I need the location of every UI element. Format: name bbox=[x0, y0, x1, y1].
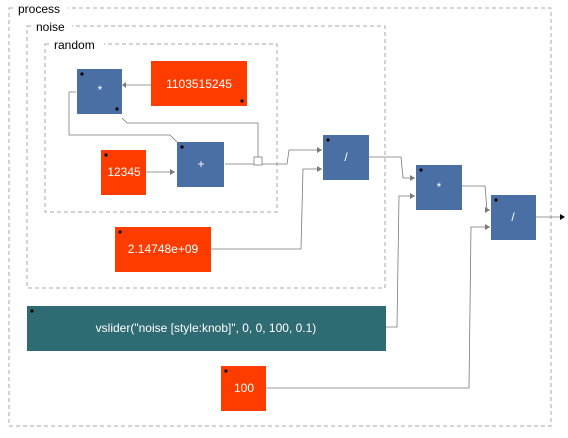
block-div-noise-label: / bbox=[344, 150, 348, 164]
wire-slider-to-mul bbox=[386, 195, 415, 328]
block-const-divisor[interactable]: 2.14748e+09 bbox=[115, 227, 211, 272]
block-div-out[interactable]: / bbox=[491, 195, 536, 240]
block-mul-random[interactable]: * bbox=[77, 69, 122, 114]
group-random: random bbox=[44, 38, 278, 213]
wire-mul-to-div bbox=[462, 185, 490, 211]
block-slider[interactable]: vslider("noise [style:knob]", 0, 0, 100,… bbox=[27, 306, 386, 351]
group-process-label: process bbox=[18, 2, 60, 16]
block-mul-out[interactable]: * bbox=[416, 165, 462, 210]
wire-hundred-to-div bbox=[266, 226, 490, 389]
group-noise: noise bbox=[26, 20, 386, 289]
group-random-label: random bbox=[54, 38, 95, 52]
wires bbox=[68, 82, 565, 389]
wire-div-to-mul bbox=[369, 156, 415, 179]
block-const-seed-label: 12345 bbox=[107, 165, 141, 179]
block-add-label: + bbox=[197, 157, 204, 171]
output-arrow bbox=[560, 214, 565, 220]
wire-add-to-div bbox=[225, 149, 322, 165]
block-const-multiplier[interactable]: 1103515245 bbox=[151, 61, 247, 106]
wire-divisor-to-div bbox=[211, 168, 322, 250]
block-div-out-label: / bbox=[511, 210, 515, 224]
wire-feedback bbox=[121, 117, 259, 157]
block-slider-label: vslider("noise [style:knob]", 0, 0, 100,… bbox=[96, 321, 317, 335]
block-const-divisor-label: 2.14748e+09 bbox=[128, 242, 199, 256]
block-const-hundred[interactable]: 100 bbox=[221, 366, 266, 411]
block-div-noise[interactable]: / bbox=[323, 135, 369, 180]
split-point bbox=[253, 156, 263, 166]
block-add[interactable]: + bbox=[177, 142, 224, 187]
wire-feedback-left bbox=[68, 91, 178, 143]
block-mul-random-label: * bbox=[98, 83, 103, 97]
block-const-hundred-label: 100 bbox=[234, 381, 254, 395]
block-const-seed[interactable]: 12345 bbox=[101, 150, 146, 195]
block-const-multiplier-label: 1103515245 bbox=[166, 77, 232, 91]
block-mul-out-label: * bbox=[437, 180, 442, 194]
group-noise-label: noise bbox=[36, 20, 65, 34]
